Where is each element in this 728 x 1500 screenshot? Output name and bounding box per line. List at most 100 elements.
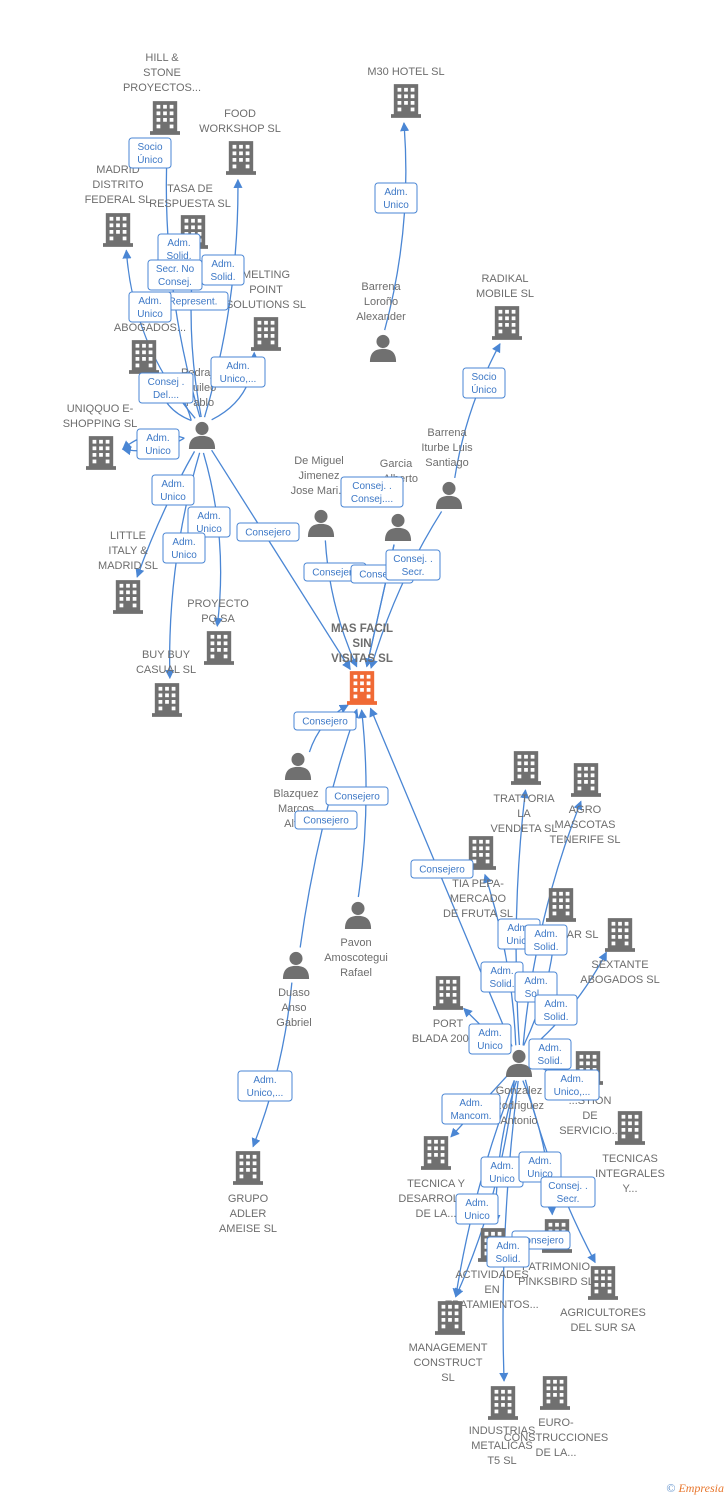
relation-label[interactable]: Adm.Unico [480,1156,524,1188]
relation-edge [522,800,583,1046]
relation-label-text: Unico,... [554,1087,591,1098]
relation-label[interactable]: Consejero [325,786,389,806]
relation-label[interactable]: Adm.Unico [162,532,206,564]
relation-label-text: Consej . [148,377,185,388]
relation-label[interactable]: Adm.Solid. [480,961,524,993]
relation-label-text: Único [137,153,163,166]
relation-label[interactable]: Consejero [410,859,474,879]
relation-label[interactable]: Adm.Unico [455,1193,499,1225]
relation-label[interactable]: Adm.Unico,... [237,1070,293,1102]
relation-label[interactable]: Consej. .Consej.... [340,476,404,508]
node-label: DEL SUR SA [570,1322,636,1334]
relation-label[interactable]: Adm.Solid. [201,254,245,286]
relation-label-text: Adm. [490,1161,513,1172]
relation-label-text: Solid. [495,1254,520,1265]
relation-label-text: Secr. No [156,264,195,275]
node-label: Pavon [340,937,371,949]
relation-label[interactable]: Adm.Solid. [528,1038,572,1070]
relation-label-text: Consejero [359,570,405,581]
node-label: TRATTORIA [493,793,555,805]
relation-label[interactable]: Adm.Unico [136,428,180,460]
relation-label[interactable]: Adm.Mancom. [441,1093,501,1125]
node-label: RADIKAL [481,273,528,285]
relation-label[interactable]: Adm.Solid. [524,924,568,956]
company-node[interactable]: ...AR SL [546,888,598,941]
company-node[interactable]: UNIQQUO E-SHOPPING SL [63,403,138,470]
company-node[interactable]: M30 HOTEL SL [367,66,445,118]
node-label: PORT [433,1018,464,1030]
building-icon [347,671,377,705]
relation-label[interactable]: Consejero [236,522,300,542]
node-label: HILL & [145,52,179,64]
person-icon [435,481,463,509]
relation-label-text: Adm. [507,923,530,934]
node-label: Rafael [340,967,372,979]
relation-label[interactable]: Consejero [293,711,357,731]
building-icon [433,976,463,1010]
node-label: DE LA... [536,1447,577,1459]
building-icon [233,1151,263,1185]
relation-label[interactable]: Consej .Del.... [138,372,194,404]
company-node[interactable]: HILL &STONEPROYECTOS... [123,52,201,135]
relation-label[interactable]: Consej. .Secr. [540,1176,596,1208]
company-node[interactable]: ACTIVIDADESENTRATAMIENTOS... [445,1228,539,1311]
relation-label[interactable]: Adm.Unico,... [544,1069,600,1101]
relation-label-text: Socio [471,372,496,383]
relation-label[interactable]: Adm.Unico [468,1023,512,1055]
relation-label-text: Unico [477,1041,503,1052]
relation-label[interactable]: Adm.Unico [128,291,172,323]
relation-label[interactable]: Adm.Solid. [157,233,201,265]
relation-label[interactable]: Adm.Unico [151,474,195,506]
relation-label-text: Secr. [557,1194,580,1205]
company-node[interactable]: TECNICASINTEGRALESY... [595,1111,665,1195]
relation-label[interactable]: Adm.Unico [518,1151,562,1183]
relation-label[interactable]: Adm.Solid. [534,994,578,1026]
relation-label-text: Único [471,383,497,396]
relation-label[interactable]: Adm.Unico [374,182,418,214]
relation-label-text: Adm. [384,187,407,198]
node-label: Amoscotegui [324,952,388,964]
relation-label-text: Adm. [538,1043,561,1054]
relation-label[interactable]: Adm.Unico,... [210,356,266,388]
relation-label[interactable]: Adm.Solid. [486,1236,530,1268]
node-label: Gabriel [276,1017,311,1029]
person-icon [188,421,216,449]
relation-label[interactable]: Consejero [294,810,358,830]
relation-label[interactable]: Adm.Unico [187,506,231,538]
node-label: Iturbe Luis [421,442,473,454]
relation-label[interactable]: Consej. .Secr. [385,549,441,581]
relation-label-text: Adm. [534,929,557,940]
empresia-logo[interactable]: Empresia [678,1481,724,1495]
node-label: DE FRUTA SL [443,908,513,920]
